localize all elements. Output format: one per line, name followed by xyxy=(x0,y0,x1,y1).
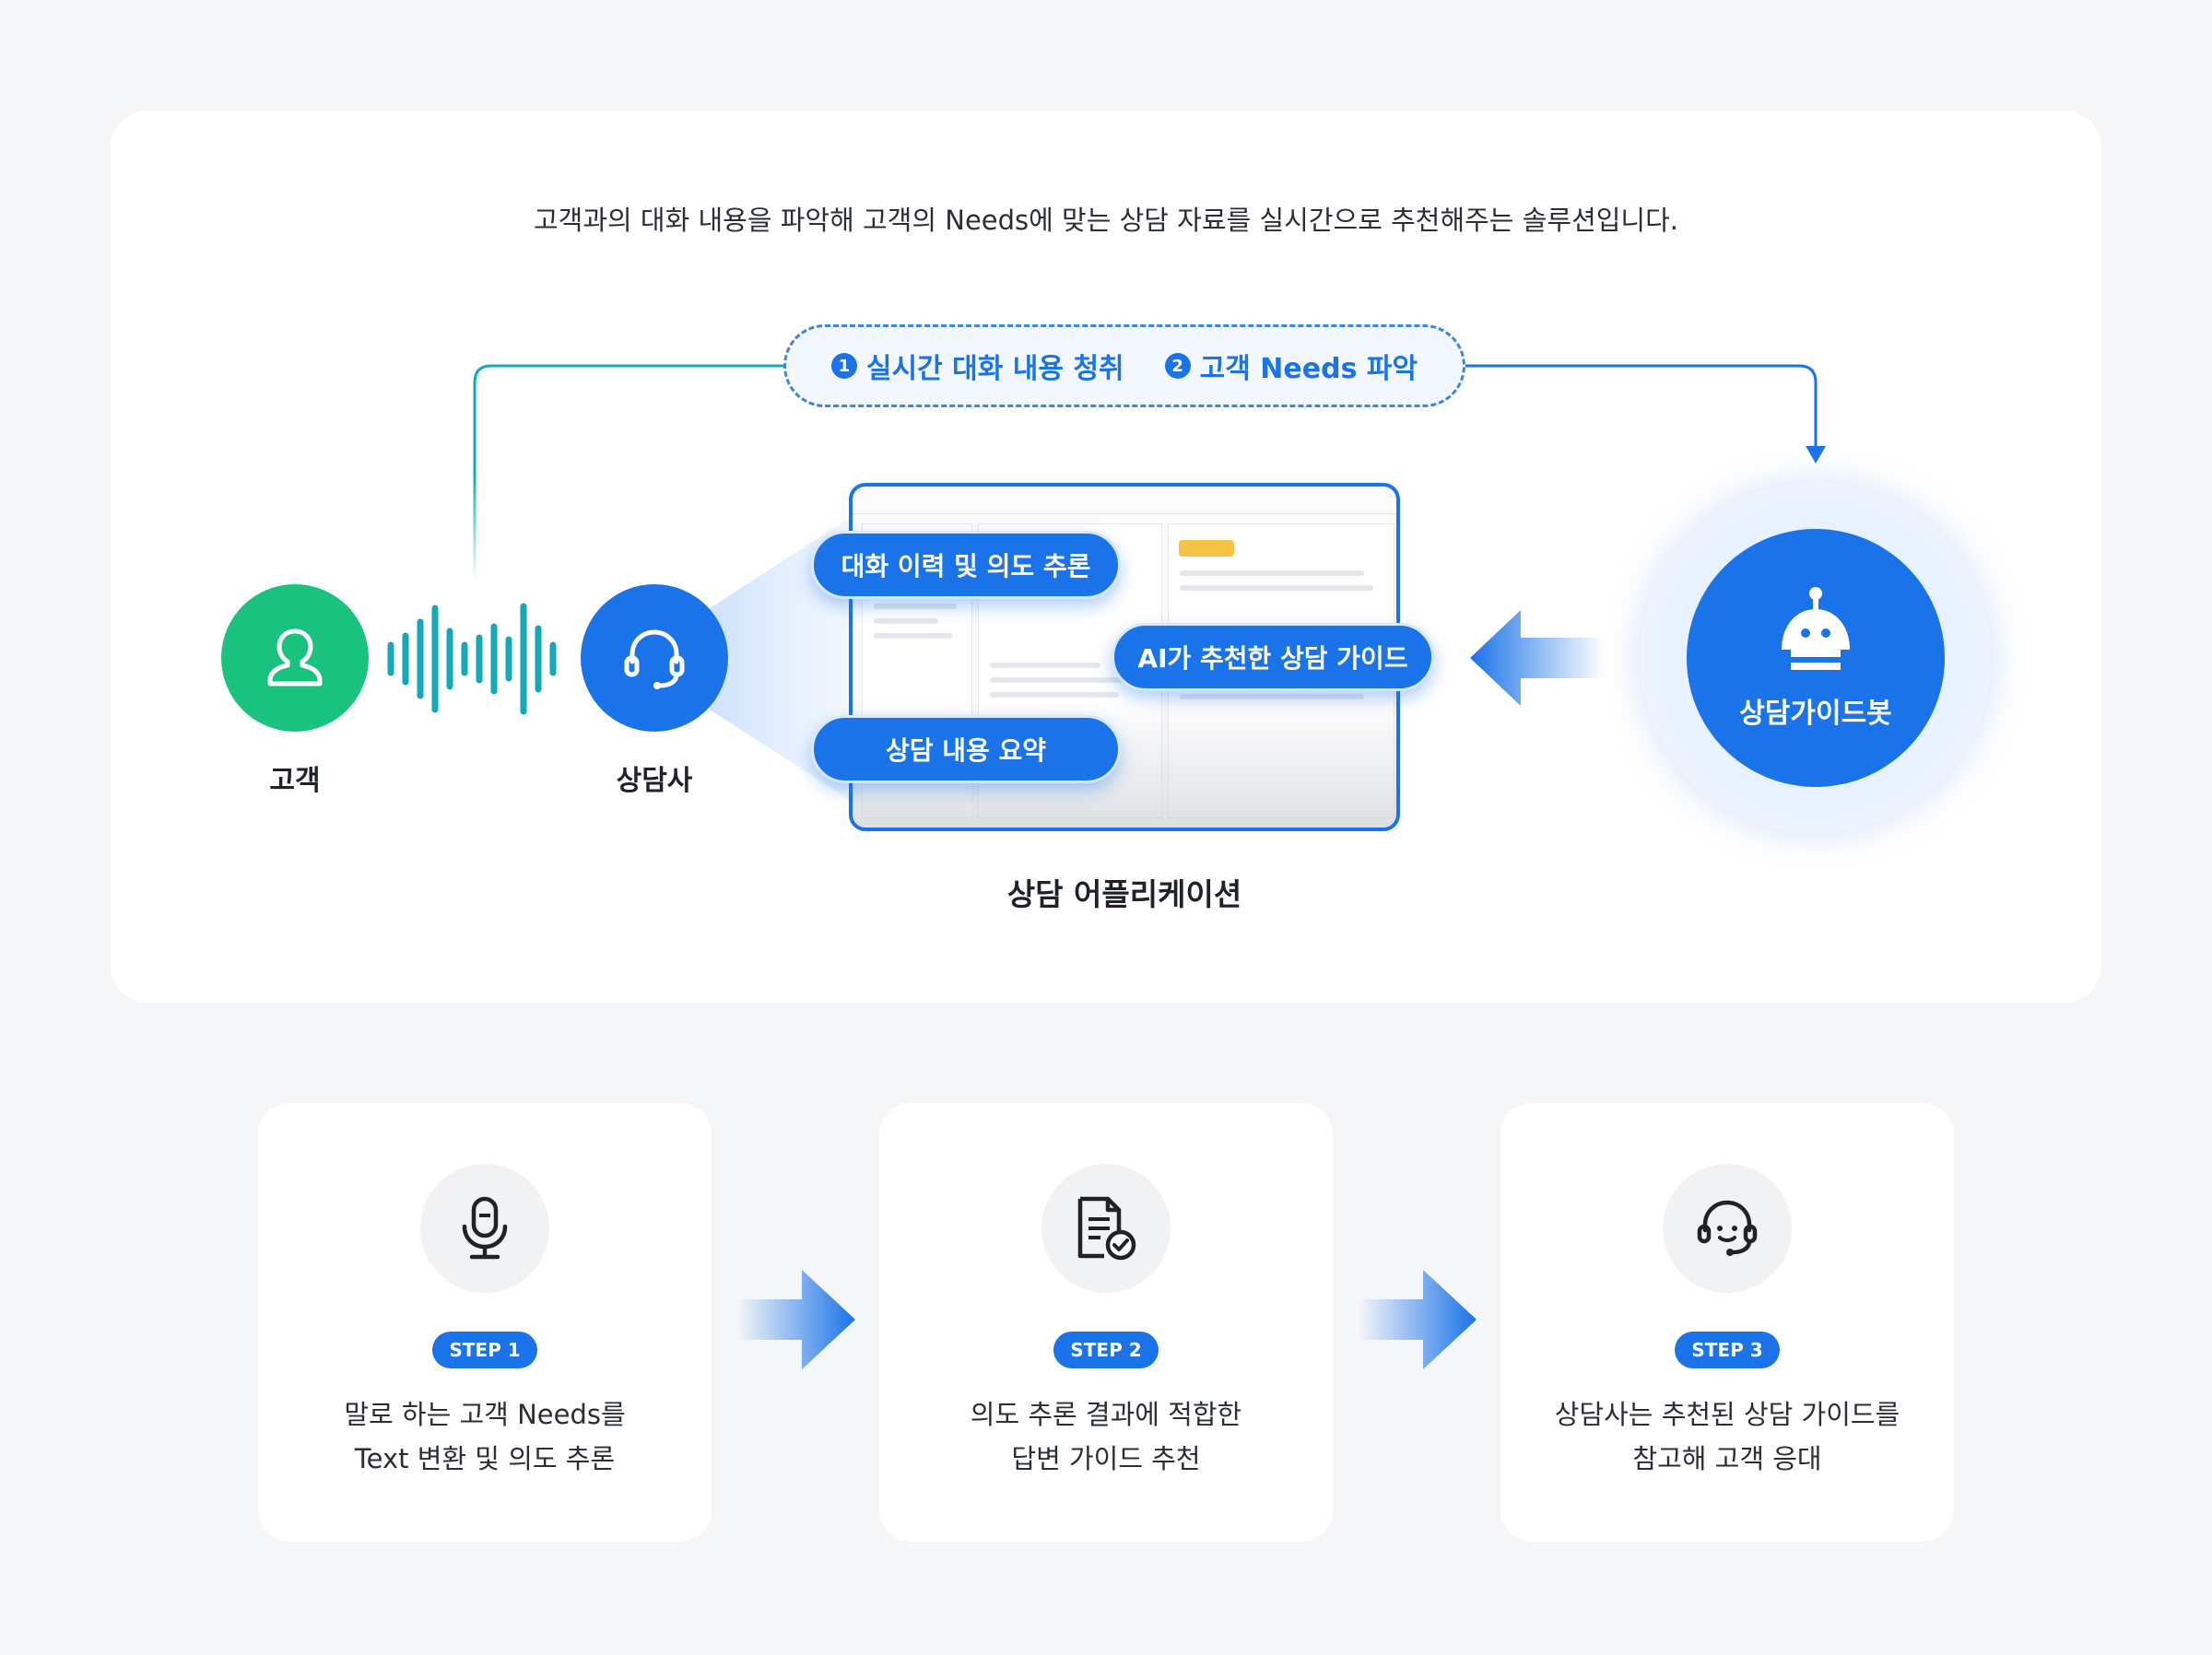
step-1-icon-wrap xyxy=(420,1164,549,1293)
customer-label: 고객 xyxy=(269,765,321,797)
connector-right xyxy=(1465,364,1818,452)
person-icon xyxy=(267,628,323,687)
intro-text: 고객과의 대화 내용을 파악해 고객의 Needs에 맞는 상담 자료를 실시간… xyxy=(533,205,1679,236)
flow-step-1-label: 실시간 대화 내용 청취 xyxy=(865,353,1124,385)
step-3-icon-wrap xyxy=(1663,1164,1792,1293)
step-2-badge: STEP 2 xyxy=(1053,1332,1159,1368)
flow-step-1: 1 실시간 대화 내용 청취 xyxy=(830,346,1124,386)
step-card-3: STEP 3 상담사는 추천된 상담 가이드를 참고해 고객 응대 xyxy=(1500,1103,1954,1542)
step-3-line-2: 참고해 고객 응대 xyxy=(1632,1443,1822,1474)
flow-step-2-label: 고객 Needs 파악 xyxy=(1199,353,1418,385)
counselor-avatar xyxy=(581,584,728,732)
guide-bot: 상담가이드봇 xyxy=(1687,529,1945,787)
step-arrow-2 xyxy=(1359,1270,1477,1369)
chip-history-intent: 대화 이력 및 의도 추론 xyxy=(811,531,1121,599)
sound-wave-icon xyxy=(387,603,557,715)
step-2-description: 의도 추론 결과에 적합한 답변 가이드 추천 xyxy=(879,1392,1333,1481)
headset-icon xyxy=(624,629,685,689)
step-3-description: 상담사는 추천된 상담 가이드를 참고해 고객 응대 xyxy=(1500,1392,1954,1481)
counselor-label: 상담사 xyxy=(616,765,693,797)
flow-step-2: 2 고객 Needs 파악 xyxy=(1164,346,1418,386)
chip-ai-guide: AI가 추천한 상담 가이드 xyxy=(1112,623,1434,691)
step-1-description: 말로 하는 고객 Needs를 Text 변환 및 의도 추론 xyxy=(258,1392,712,1481)
connector-left xyxy=(473,364,783,581)
arrow-down-head xyxy=(1806,446,1826,464)
bot-label: 상담가이드봇 xyxy=(1739,698,1892,730)
step-card-2: STEP 2 의도 추론 결과에 적합한 답변 가이드 추천 xyxy=(879,1103,1333,1542)
step-1-line-1: 말로 하는 고객 Needs를 xyxy=(344,1399,626,1430)
chip-summary: 상담 내용 요약 xyxy=(811,715,1121,783)
app-label: 상담 어플리케이션 xyxy=(1006,876,1242,912)
step-card-1: STEP 1 말로 하는 고객 Needs를 Text 변환 및 의도 추론 xyxy=(258,1103,712,1542)
bot-to-app-arrow xyxy=(1470,610,1604,706)
step-2-icon-wrap xyxy=(1041,1164,1171,1293)
step-3-line-1: 상담사는 추천된 상담 가이드를 xyxy=(1554,1399,1900,1430)
step-1-line-2: Text 변환 및 의도 추론 xyxy=(354,1443,616,1474)
app-breadcrumb-bar xyxy=(853,487,1396,514)
flow-step-2-number: 2 xyxy=(1164,353,1191,379)
step-3-badge: STEP 3 xyxy=(1675,1332,1780,1368)
step-1-badge: STEP 1 xyxy=(432,1332,537,1368)
flow-pill: 1 실시간 대화 내용 청취 2 고객 Needs 파악 xyxy=(783,324,1465,407)
step-2-line-2: 답변 가이드 추천 xyxy=(1011,1443,1201,1474)
question-tag xyxy=(1179,540,1234,557)
robot-icon xyxy=(1776,587,1855,670)
flow-step-1-number: 1 xyxy=(830,353,857,379)
document-check-icon xyxy=(1077,1196,1136,1261)
step-2-line-1: 의도 추론 결과에 적합한 xyxy=(970,1399,1242,1430)
headset-smile-icon xyxy=(1697,1200,1758,1256)
customer-avatar xyxy=(221,584,369,732)
step-arrow-1 xyxy=(737,1270,855,1369)
microphone-icon xyxy=(462,1196,508,1260)
